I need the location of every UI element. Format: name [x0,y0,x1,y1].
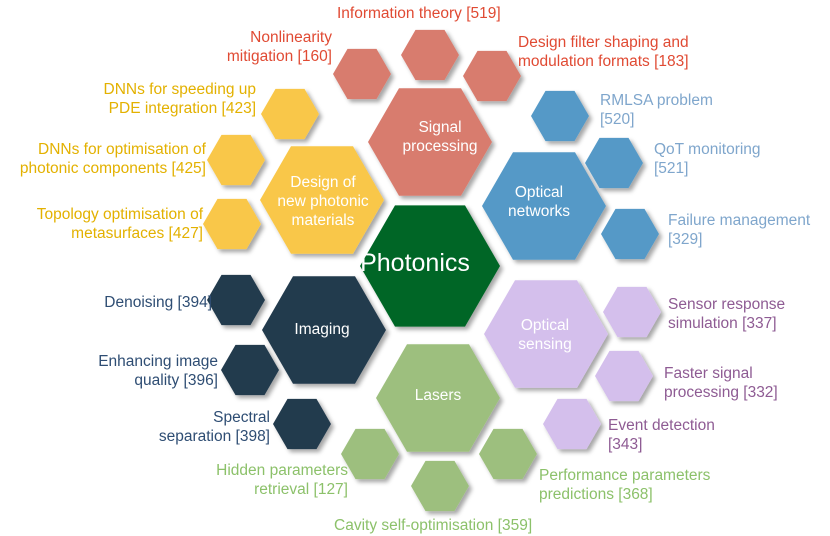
category-materials-line3: materials [291,212,355,229]
app-hexagon-signal-1 [401,29,459,81]
app-hexagon-imaging-2 [221,344,279,396]
category-hexagon-imaging [262,276,386,384]
category-signal-line2: processing [402,138,478,155]
app-text: Topology optimisation of [36,206,203,223]
app-cavity-self-optimisation: Cavity self-optimisation [359] [334,516,532,535]
app-hexagon-imaging-3 [207,274,265,326]
app-rmlsa-problem: RMLSA problem [520] [600,91,713,129]
app-denoising: Denoising [394] [60,293,212,312]
app-hexagon-lasers-1 [479,428,537,480]
app-text: Nonlinearity [250,29,332,46]
app-hexagon-sensing-3 [543,398,601,450]
app-text: simulation [337] [668,315,777,332]
app-text: Event detection [608,417,715,434]
category-networks-line2: networks [507,203,571,220]
app-text: [521] [654,160,689,177]
app-enhancing-image-quality: Enhancing image quality [396] [70,352,218,390]
app-event-detection: Event detection [343] [608,416,715,454]
category-networks-line1: Optical [514,184,564,201]
app-text: PDE integration [423] [108,100,256,117]
category-hexagon-lasers [376,344,500,452]
app-hexagon-networks-3 [601,208,659,260]
app-text: Spectral [213,409,270,426]
app-text: DNNs for optimisation of [38,141,206,158]
app-text: [520] [600,111,635,128]
app-text: Denoising [394] [104,294,212,311]
app-hexagon-lasers-2 [411,460,469,512]
category-hexagon-networks [482,152,606,260]
category-sensing-line1: Optical [520,317,570,334]
app-hexagon-sensing-1 [603,286,661,338]
app-hexagon-networks-1 [531,90,589,142]
app-sensor-response-simulation: Sensor response simulation [337] [668,295,785,333]
app-hexagon-signal-2 [333,48,391,100]
category-materials-line2: new photonic [277,193,369,210]
app-hexagon-materials-2 [207,134,265,186]
app-text: QoT monitoring [654,141,761,158]
app-text: separation [398] [158,428,270,445]
category-materials-line1: Design of [290,174,356,191]
category-label-sensing: Optical sensing [490,316,600,354]
app-dnns-pde-integration: DNNs for speeding up PDE integration [42… [60,80,257,118]
app-hexagon-materials-1 [203,198,261,250]
app-text: quality [396] [134,372,218,389]
app-spectral-separation: Spectral separation [398] [130,408,270,446]
app-text: metasurfaces [427] [71,225,203,242]
category-sensing-line2: sensing [518,336,572,353]
app-text: photonic components [425] [19,160,206,177]
app-text: Faster signal [664,365,753,382]
app-text: DNNs for speeding up [103,81,257,98]
app-qot-monitoring: QoT monitoring [521] [654,140,761,178]
category-label-signal: Signal processing [380,118,500,156]
app-text: processing [332] [664,384,778,401]
category-label-networks: Optical networks [484,183,594,221]
app-design-filter-shaping: Design filter shaping and modulation for… [518,33,689,71]
app-hexagon-sensing-2 [595,350,653,402]
app-text: [329] [668,231,703,248]
category-label-imaging: Imaging [272,320,372,339]
app-text: predictions [368] [539,486,653,503]
app-text: Performance parameters [539,467,711,484]
app-nonlinearity-mitigation: Nonlinearity mitigation [160] [180,28,332,66]
app-text: Information theory [519] [337,5,501,22]
center-label: Photonics [360,249,470,277]
app-text: Hidden parameters [216,462,348,479]
app-hexagon-materials-3 [261,88,319,140]
app-hexagon-lasers-3 [341,428,399,480]
app-text: Sensor response [668,296,786,313]
category-hexagon-materials [260,146,384,254]
app-hexagon-networks-2 [585,137,643,189]
app-text: Failure management [668,212,811,229]
category-hexagon-signal [368,88,492,196]
app-performance-parameters: Performance parameters predictions [368] [539,466,710,504]
app-text: RMLSA problem [600,92,713,109]
app-faster-signal-processing: Faster signal processing [332] [664,364,778,402]
app-hexagon-imaging-1 [273,398,331,450]
app-failure-management: Failure management [329] [668,211,810,249]
category-label-materials: Design of new photonic materials [263,173,383,230]
category-signal-line1: Signal [418,119,462,136]
app-text: mitigation [160] [226,48,332,65]
app-text: retrieval [127] [254,481,348,498]
app-hexagon-signal-3 [463,50,521,102]
app-text: modulation formats [183] [518,53,689,70]
category-imaging-line1: Imaging [294,321,350,338]
app-information-theory: Information theory [519] [337,4,501,23]
app-text: Design filter shaping and [518,34,689,51]
app-dnns-photonic-components: DNNs for optimisation of photonic compon… [0,140,206,178]
category-hexagon-sensing [484,280,608,388]
category-label-lasers: Lasers [388,386,488,405]
app-hidden-parameters: Hidden parameters retrieval [127] [180,461,348,499]
app-text: [343] [608,436,643,453]
app-topology-optimisation: Topology optimisation of metasurfaces [4… [0,205,203,243]
category-lasers-line1: Lasers [414,387,462,404]
center-hexagon-photonics [360,205,500,327]
app-text: Cavity self-optimisation [359] [334,517,533,534]
app-text: Enhancing image [98,353,218,370]
